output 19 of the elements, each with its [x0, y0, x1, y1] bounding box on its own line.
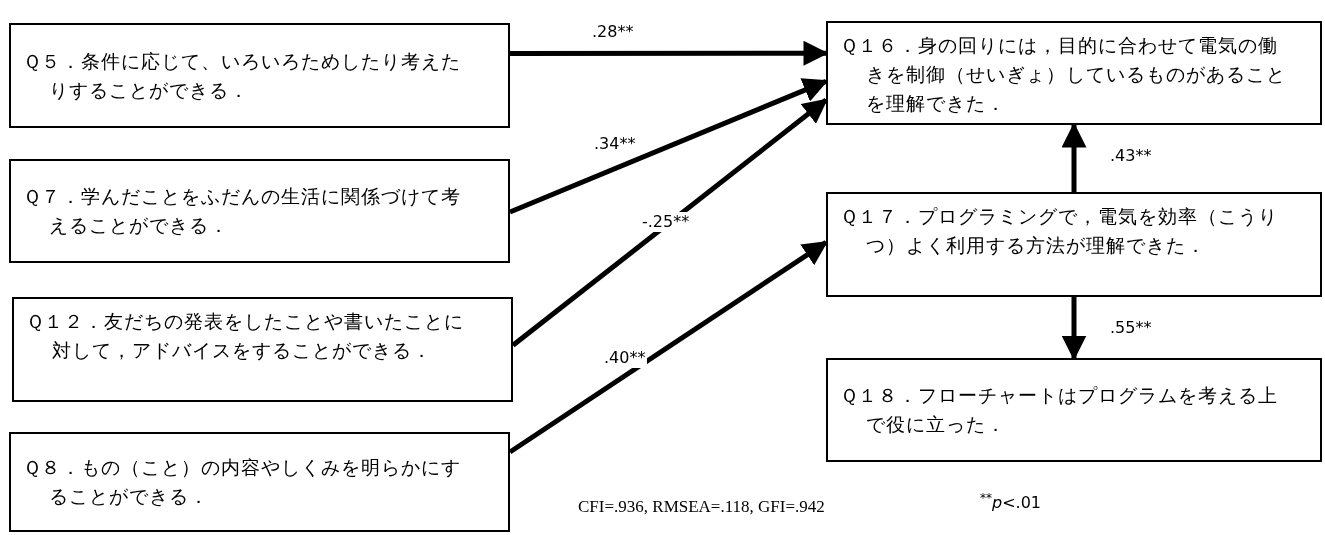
arrow [1061, 297, 1087, 361]
question-text: Ｑ１７．プログラミングで，電気を効率（こうりつ）よく利用する方法が理解できた． [840, 204, 1279, 258]
question-box [826, 358, 1322, 462]
question-text: Ｑ８．もの（こと）の内容やしくみを明らかにすることができる． [23, 455, 462, 509]
question-text: Ｑ７．学んだことをふだんの生活に関係づけて考えることができる． [23, 184, 462, 238]
question-box [826, 192, 1322, 297]
edge-label: -.25** [640, 212, 692, 232]
fit-statistics-note: CFI=.936, RMSEA=.118, GFI=.942 [578, 496, 825, 518]
question-text: Ｑ１２．友だちの発表をしたことや書いたことに対して，アドバイスをすることができる． [26, 309, 465, 363]
question-box [9, 159, 510, 263]
question-box [826, 21, 1322, 125]
fit-statistics-note: $^{**}$p<.01 [980, 492, 1041, 514]
question-box [9, 23, 510, 128]
question-text: Ｑ１６．身の回りには，目的に合わせて電気の働きを制御（せいぎょ）しているものがあることを理解できた． [840, 33, 1287, 116]
question-text: Ｑ１８．フローチャートはプログラムを考える上で役に立った． [840, 383, 1279, 437]
edge-label: .40** [602, 348, 648, 368]
question-box [12, 297, 513, 402]
question-box [9, 432, 510, 532]
question-text: Ｑ５．条件に応じて、いろいろためしたり考えたりすることができる． [23, 48, 462, 103]
